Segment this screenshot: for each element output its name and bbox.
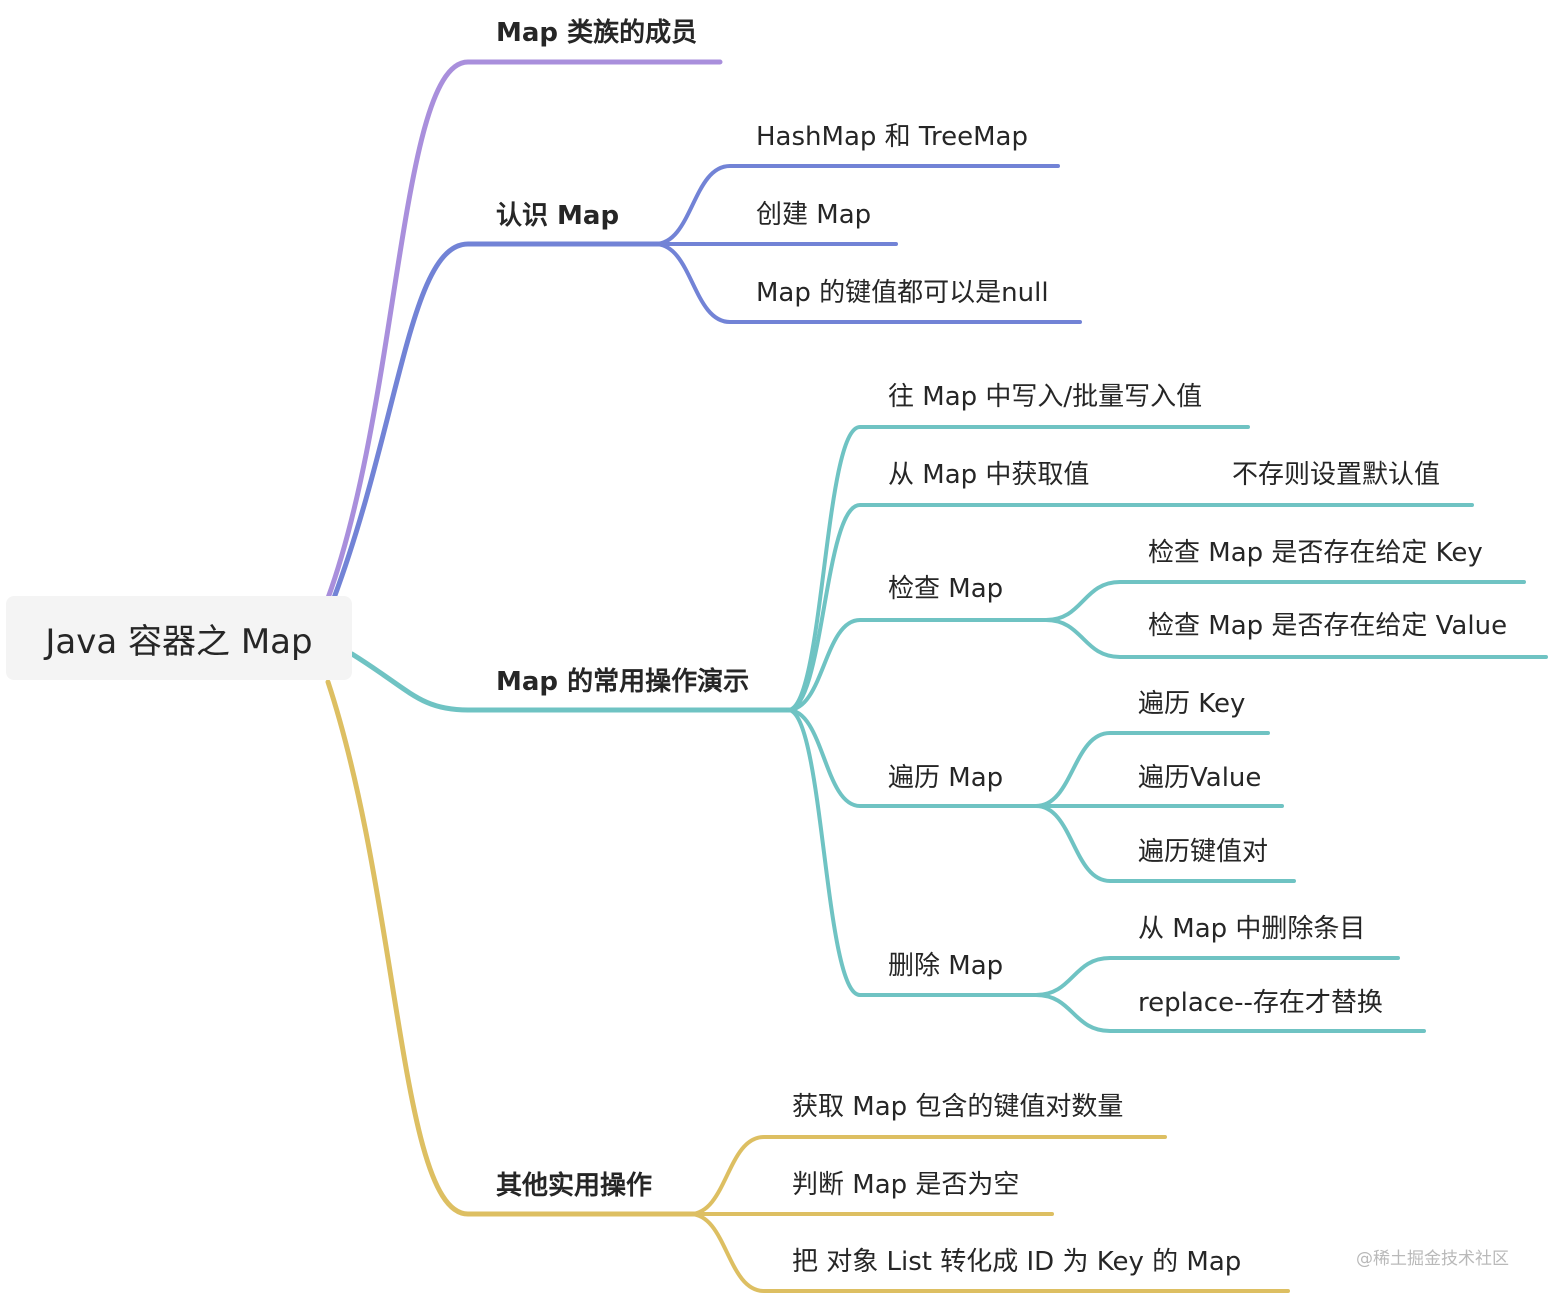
ops-item[interactable]: 遍历 Map — [888, 763, 1004, 793]
branch-members[interactable]: Map 类族的成员 — [496, 18, 698, 48]
connector-ops-check — [786, 618, 1052, 712]
iterate-item[interactable]: 遍历键值对 — [1138, 837, 1269, 867]
connector-intro-hashmap — [653, 164, 1060, 246]
connector-intro-null — [653, 242, 1082, 324]
check-item[interactable]: 检查 Map 是否存在给定 Value — [1148, 611, 1508, 641]
connector-ops — [349, 651, 793, 713]
ops-item[interactable]: 检查 Map — [888, 574, 1004, 604]
root-label: Java 容器之 Map — [45, 621, 313, 662]
ops-item[interactable]: 往 Map 中写入/批量写入值 — [888, 382, 1203, 412]
connector-ops-get — [786, 503, 1474, 712]
ops-item[interactable]: 删除 Map — [888, 951, 1004, 981]
branch-intro[interactable]: 认识 Map — [496, 201, 620, 231]
intro-item[interactable]: Map 的键值都可以是null — [756, 278, 1049, 308]
connector-check-key — [1044, 580, 1526, 622]
remove-item[interactable]: 从 Map 中删除条目 — [1138, 914, 1366, 944]
watermark: @稀土掘金技术社区 — [1356, 1249, 1509, 1269]
intro-item[interactable]: 创建 Map — [756, 200, 872, 230]
branch-misc[interactable]: 其他实用操作 — [496, 1171, 653, 1201]
intro-item[interactable]: HashMap 和 TreeMap — [756, 122, 1028, 152]
misc-item[interactable]: 把 对象 List 转化成 ID 为 Key 的 Map — [792, 1247, 1242, 1277]
branch-ops[interactable]: Map 的常用操作演示 — [496, 667, 750, 697]
connector-ops-write — [786, 425, 1250, 712]
check-item[interactable]: 检查 Map 是否存在给定 Key — [1148, 538, 1483, 568]
iterate-item[interactable]: 遍历 Key — [1138, 689, 1246, 719]
ops-item[interactable]: 从 Map 中获取值 — [888, 460, 1090, 490]
connector-iterate-pair — [1034, 804, 1296, 883]
connector-remove-entry — [1034, 956, 1400, 997]
connector-misc-size — [688, 1135, 1167, 1216]
remove-item[interactable]: replace--存在才替换 — [1138, 988, 1383, 1018]
connector-remove-replace — [1034, 993, 1426, 1033]
misc-item[interactable]: 判断 Map 是否为空 — [792, 1170, 1020, 1200]
connector-ops-iterate — [786, 708, 1042, 808]
connector-intro — [331, 241, 663, 601]
connector-iterate-key — [1034, 731, 1270, 808]
connector-check-value — [1044, 618, 1548, 659]
connector-ops-remove — [786, 708, 1042, 997]
connector-members — [325, 59, 723, 601]
connector-misc — [325, 679, 703, 1217]
connector-misc-convert — [688, 1212, 1290, 1293]
misc-item[interactable]: 获取 Map 包含的键值对数量 — [792, 1092, 1124, 1122]
iterate-item[interactable]: 遍历Value — [1138, 763, 1262, 793]
root-node[interactable]: Java 容器之 Map — [6, 596, 352, 680]
ops-item-note[interactable]: 不存则设置默认值 — [1232, 460, 1441, 490]
